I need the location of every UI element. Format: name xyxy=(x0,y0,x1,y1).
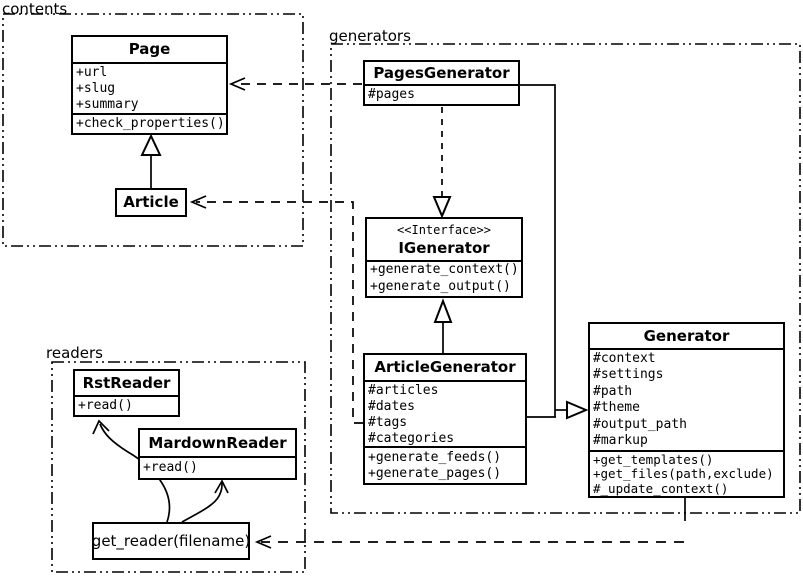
realization-pagesgenerator-to-igenerator-arrow xyxy=(432,107,452,219)
class-rstreader-methods: +read() xyxy=(75,395,178,415)
dependency-pagesgenerator-to-page-arrow xyxy=(228,77,362,91)
class-article: Article xyxy=(115,188,187,217)
package-readers-border xyxy=(51,361,306,573)
interface-igenerator-title: IGenerator xyxy=(398,239,490,257)
class-page-title: Page xyxy=(128,40,171,58)
class-rstreader: RstReader +read() xyxy=(73,369,180,417)
class-page: Page +url +slug +summary +check_properti… xyxy=(71,35,228,135)
call-getreader-to-rstreader-arrow xyxy=(92,419,171,523)
package-generators-label: generators xyxy=(329,27,411,45)
class-article-title: Article xyxy=(123,193,179,211)
generalization-articlegenerator-to-igenerator-arrow xyxy=(433,298,453,353)
class-generator-attributes: #context #settings #path #theme #output_… xyxy=(590,348,783,450)
node-get-reader-label: get_reader(filename) xyxy=(91,532,251,550)
call-getreader-to-mardownreader-arrow xyxy=(181,479,229,523)
class-articlegenerator: ArticleGenerator #articles #dates #tags … xyxy=(363,353,527,485)
interface-stereotype: <<Interface>> xyxy=(397,223,491,237)
dependency-articlegenerator-to-article-arrow xyxy=(189,195,363,424)
class-rstreader-title: RstReader xyxy=(82,374,171,392)
class-articlegenerator-methods: +generate_feeds() +generate_pages() xyxy=(365,446,525,483)
interface-igenerator-header: <<Interface>> IGenerator xyxy=(367,219,521,260)
dependency-generator-to-getreader-arrow xyxy=(254,498,686,549)
class-generator: Generator #context #settings #path #them… xyxy=(588,322,785,498)
node-get-reader: get_reader(filename) xyxy=(92,522,250,560)
generalization-article-to-page-arrow xyxy=(140,133,162,188)
class-generator-title: Generator xyxy=(643,327,730,345)
class-page-methods: +check_properties() xyxy=(73,113,226,133)
class-articlegenerator-title: ArticleGenerator xyxy=(374,358,516,376)
class-pagesgenerator-attributes: #pages xyxy=(365,84,518,104)
generalization-generators-to-generator-arrow xyxy=(520,84,589,420)
class-pagesgenerator: PagesGenerator #pages xyxy=(363,60,520,106)
interface-igenerator-methods: +generate_context() +generate_output() xyxy=(367,260,521,296)
interface-igenerator: <<Interface>> IGenerator +generate_conte… xyxy=(365,217,523,298)
class-mardownreader: MardownReader +read() xyxy=(138,428,297,480)
package-contents-border xyxy=(2,13,304,247)
package-readers-label: readers xyxy=(46,344,103,362)
package-contents-label: contents xyxy=(2,0,68,18)
class-page-attributes: +url +slug +summary xyxy=(73,62,226,113)
package-generators-border xyxy=(330,43,801,514)
class-generator-methods: +get_templates() +get_files(path,exclude… xyxy=(590,450,783,496)
class-mardownreader-title: MardownReader xyxy=(148,434,287,452)
class-pagesgenerator-title: PagesGenerator xyxy=(373,64,510,82)
class-articlegenerator-attributes: #articles #dates #tags #categories xyxy=(365,380,525,446)
class-mardownreader-methods: +read() xyxy=(140,456,295,478)
